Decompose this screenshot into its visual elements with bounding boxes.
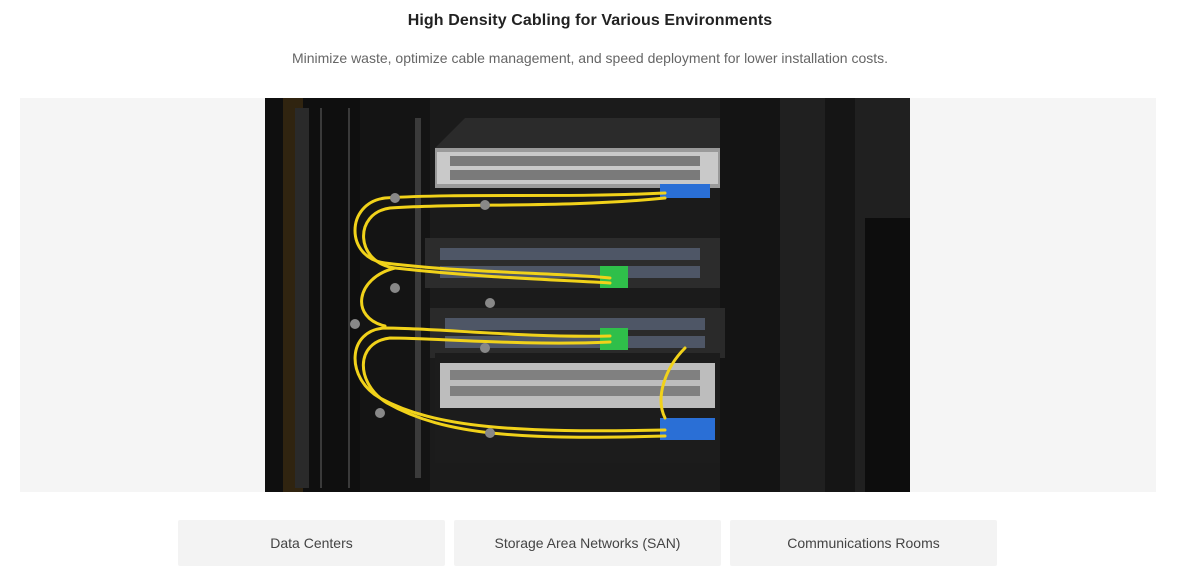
environment-tabs: Data Centers Storage Area Networks (SAN)… bbox=[178, 520, 998, 566]
section-subtitle: Minimize waste, optimize cable managemen… bbox=[291, 50, 889, 66]
server-rack-cabling-image bbox=[265, 98, 910, 492]
tab-data-centers[interactable]: Data Centers bbox=[178, 520, 445, 566]
tab-communications-rooms[interactable]: Communications Rooms bbox=[730, 520, 997, 566]
hero-image-panel bbox=[20, 98, 1156, 492]
tab-storage-area-networks[interactable]: Storage Area Networks (SAN) bbox=[454, 520, 721, 566]
section-title: High Density Cabling for Various Environ… bbox=[407, 12, 773, 29]
